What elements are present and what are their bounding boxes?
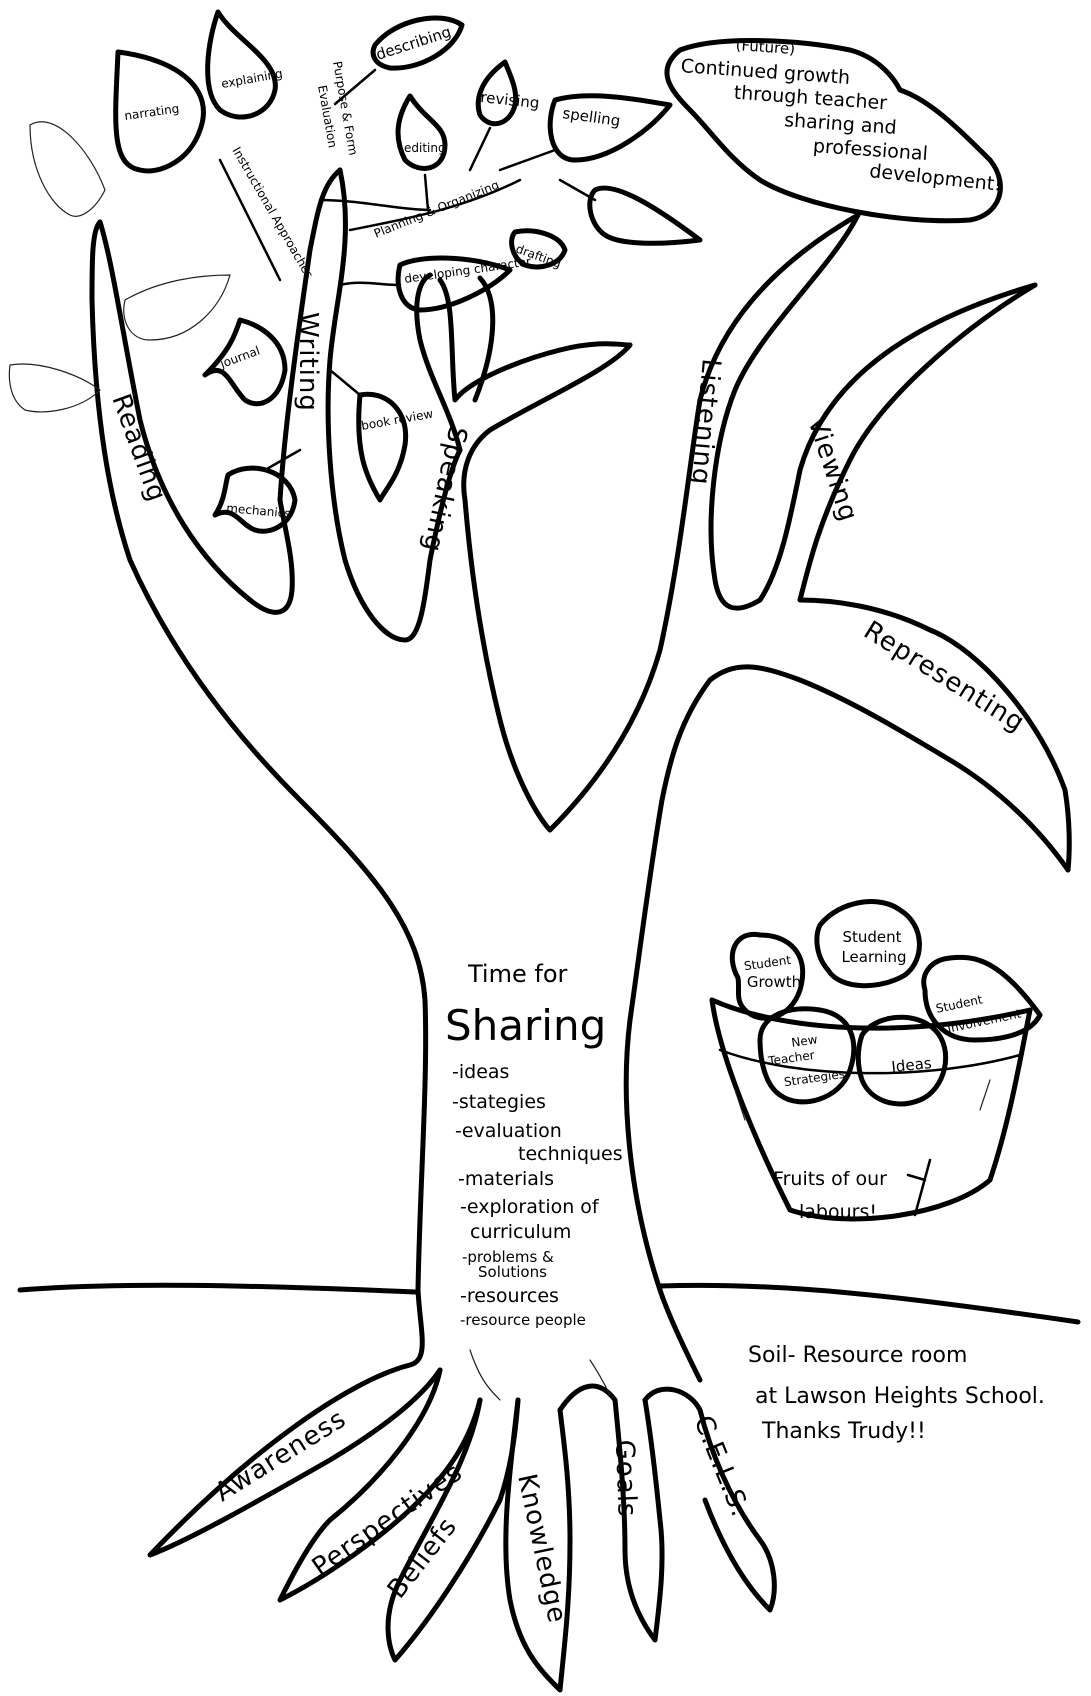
soil-line-2: at Lawson Heights School. [755, 1384, 1045, 1409]
trunk-item-1: -stategies [452, 1091, 546, 1113]
branch-label-viewing: Viewing [801, 413, 863, 526]
fruit-student-learning-2: Learning [841, 948, 906, 966]
branch-label-listening: Listening [685, 357, 726, 486]
basket-label-line-2: labours! [799, 1201, 877, 1223]
soil-note: Soil- Resource room at Lawson Heights Sc… [748, 1343, 1045, 1444]
leaf-label-planning-organizing: Planning & Organizing [372, 178, 501, 241]
leaf-label-editing: editing [404, 141, 446, 155]
fruit-new-teacher-strategies-1: New [791, 1032, 819, 1050]
root-label-awareness: Awareness [210, 1404, 352, 1508]
cloud-line-6: development! [868, 160, 1003, 196]
branch-label-writing: Writing [293, 312, 323, 412]
soil-line-1: Soil- Resource room [748, 1343, 967, 1368]
trunk-item-5: -exploration of [460, 1196, 600, 1218]
fruit-new-teacher-strategies-3: Strategies [783, 1067, 846, 1089]
root-label-goals: Goals [609, 1439, 642, 1518]
trunk-item-10: -resource people [460, 1311, 586, 1329]
soil-line-3: Thanks Trudy!! [761, 1419, 926, 1444]
leaf-label-narrating: narrating [123, 101, 180, 123]
trunk-item-3: techniques [518, 1143, 623, 1165]
trunk-item-9: -resources [460, 1285, 559, 1307]
leaf-label-spelling: spelling [561, 104, 621, 130]
cloud-line-1: (Future) [735, 36, 796, 58]
ground-line [20, 1285, 415, 1292]
trunk-heading-big: Sharing [445, 1001, 606, 1050]
fruit-student-involvement-1: Student [935, 992, 984, 1016]
leaf-label-instructional-approaches: Instructional Approaches [229, 145, 316, 281]
fruit-ideas: Ideas [891, 1054, 933, 1076]
trunk-item-6: curriculum [470, 1221, 571, 1243]
trunk-item-8: Solutions [478, 1263, 547, 1281]
basket-label-line-1: Fruits of our [773, 1168, 887, 1190]
leaf-label-describing: describing [374, 23, 454, 64]
cloud-line-3: through teacher [733, 82, 888, 115]
tree-trunk [92, 170, 1069, 1290]
leaf-label-revising: revising [480, 88, 541, 112]
branch-label-reading: Reading [105, 390, 172, 506]
fruit-student-growth-1: Student [743, 953, 792, 973]
trunk-item-0: -ideas [452, 1061, 509, 1083]
trunk-sharing-list: Time for Sharing -ideas -stategies -eval… [445, 960, 623, 1329]
root-label-knowledge: Knowledge [511, 1471, 572, 1626]
fruit-new-teacher-strategies-2: Teacher [766, 1048, 815, 1068]
basket-text: Student Growth Student Learning Student … [743, 928, 1022, 1223]
future-cloud-text: (Future) Continued growth through teache… [680, 36, 1003, 196]
fruit-student-learning-1: Student [842, 928, 901, 946]
trunk-item-2: -evaluation [455, 1120, 562, 1142]
root-label-cels: C.E.L.S. [688, 1411, 756, 1521]
trunk-item-4: -materials [458, 1168, 554, 1190]
trunk-heading-small: Time for [467, 960, 567, 988]
leaf-label-journal: journal [217, 344, 262, 372]
fruit-student-growth-2: Growth [747, 973, 801, 991]
